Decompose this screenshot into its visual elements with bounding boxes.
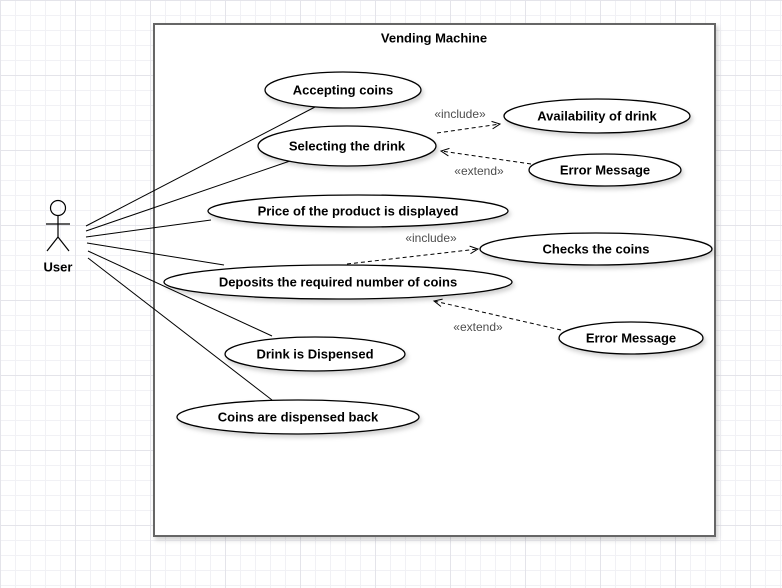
usecase-label: Coins are dispensed back [218, 410, 379, 425]
usecase-label: Deposits the required number of coins [219, 275, 457, 290]
usecase-accepting-coins-ellipse[interactable] [264, 71, 422, 109]
association-user-price-displayed[interactable] [85, 219, 212, 238]
usecase-label: Selecting the drink [289, 139, 406, 154]
association-user-coins-dispensed-back[interactable] [87, 257, 273, 401]
usecase-label: Error Message [586, 331, 676, 346]
actor-left-leg-icon [46, 236, 59, 252]
usecase-accepting-coins: Accepting coins [264, 71, 422, 109]
usecase-checks-the-coins: Checks the coins [479, 232, 713, 266]
usecase-deposits-coins: Deposits the required number of coins [163, 264, 513, 300]
usecase-error-message-top: Error Message [528, 153, 682, 187]
usecase-label: Price of the product is displayed [258, 204, 459, 219]
usecase-error-message-bottom-ellipse[interactable] [558, 321, 704, 355]
association-user-drink-dispensed[interactable] [87, 250, 273, 337]
dependency-edges [346, 120, 562, 331]
include-label-top: «include» [434, 107, 486, 121]
actor-user[interactable]: User [44, 199, 73, 275]
association-user-deposits-coins[interactable] [86, 242, 225, 266]
usecase-price-displayed-ellipse[interactable] [207, 194, 509, 228]
usecase-coins-dispensed-back-ellipse[interactable] [176, 399, 420, 435]
extend-edge-error-to-deposits[interactable] [432, 298, 562, 331]
usecase-deposits-coins-ellipse[interactable] [163, 264, 513, 300]
association-lines [85, 106, 316, 401]
usecase-availability-of-drink-ellipse[interactable] [503, 98, 691, 134]
association-user-selecting-drink[interactable] [85, 160, 291, 232]
usecase-label: Drink is Dispensed [256, 347, 373, 362]
usecase-drink-is-dispensed: Drink is Dispensed [224, 336, 406, 372]
actor-right-leg-icon [57, 236, 70, 252]
usecase-label: Accepting coins [293, 83, 393, 98]
usecase-coins-dispensed-back: Coins are dispensed back [176, 399, 420, 435]
system-boundary-title: Vending Machine [381, 31, 487, 46]
usecase-error-message-bottom: Error Message [558, 321, 704, 355]
usecase-price-displayed: Price of the product is displayed [207, 194, 509, 228]
usecase-availability-of-drink: Availability of drink [503, 98, 691, 134]
include-edge-deposits-to-checks[interactable] [346, 245, 480, 265]
include-label-middle: «include» [405, 231, 457, 245]
usecase-label: Checks the coins [543, 242, 650, 257]
usecase-error-message-top-ellipse[interactable] [528, 153, 682, 187]
usecase-drink-is-dispensed-ellipse[interactable] [224, 336, 406, 372]
extend-edge-error-to-selecting[interactable] [439, 147, 532, 165]
usecase-selecting-the-drink: Selecting the drink [257, 125, 437, 167]
include-edge-selecting-to-availability[interactable] [436, 120, 502, 134]
extend-label-bottom: «extend» [453, 320, 503, 334]
usecase-checks-the-coins-ellipse[interactable] [479, 232, 713, 266]
association-user-accepting-coins[interactable] [85, 106, 316, 227]
usecase-selecting-the-drink-ellipse[interactable] [257, 125, 437, 167]
usecase-label: Availability of drink [537, 109, 657, 124]
usecase-label: Error Message [560, 163, 650, 178]
actor-head-icon [49, 199, 67, 217]
actor-label: User [44, 260, 73, 275]
extend-label-top: «extend» [454, 164, 504, 178]
